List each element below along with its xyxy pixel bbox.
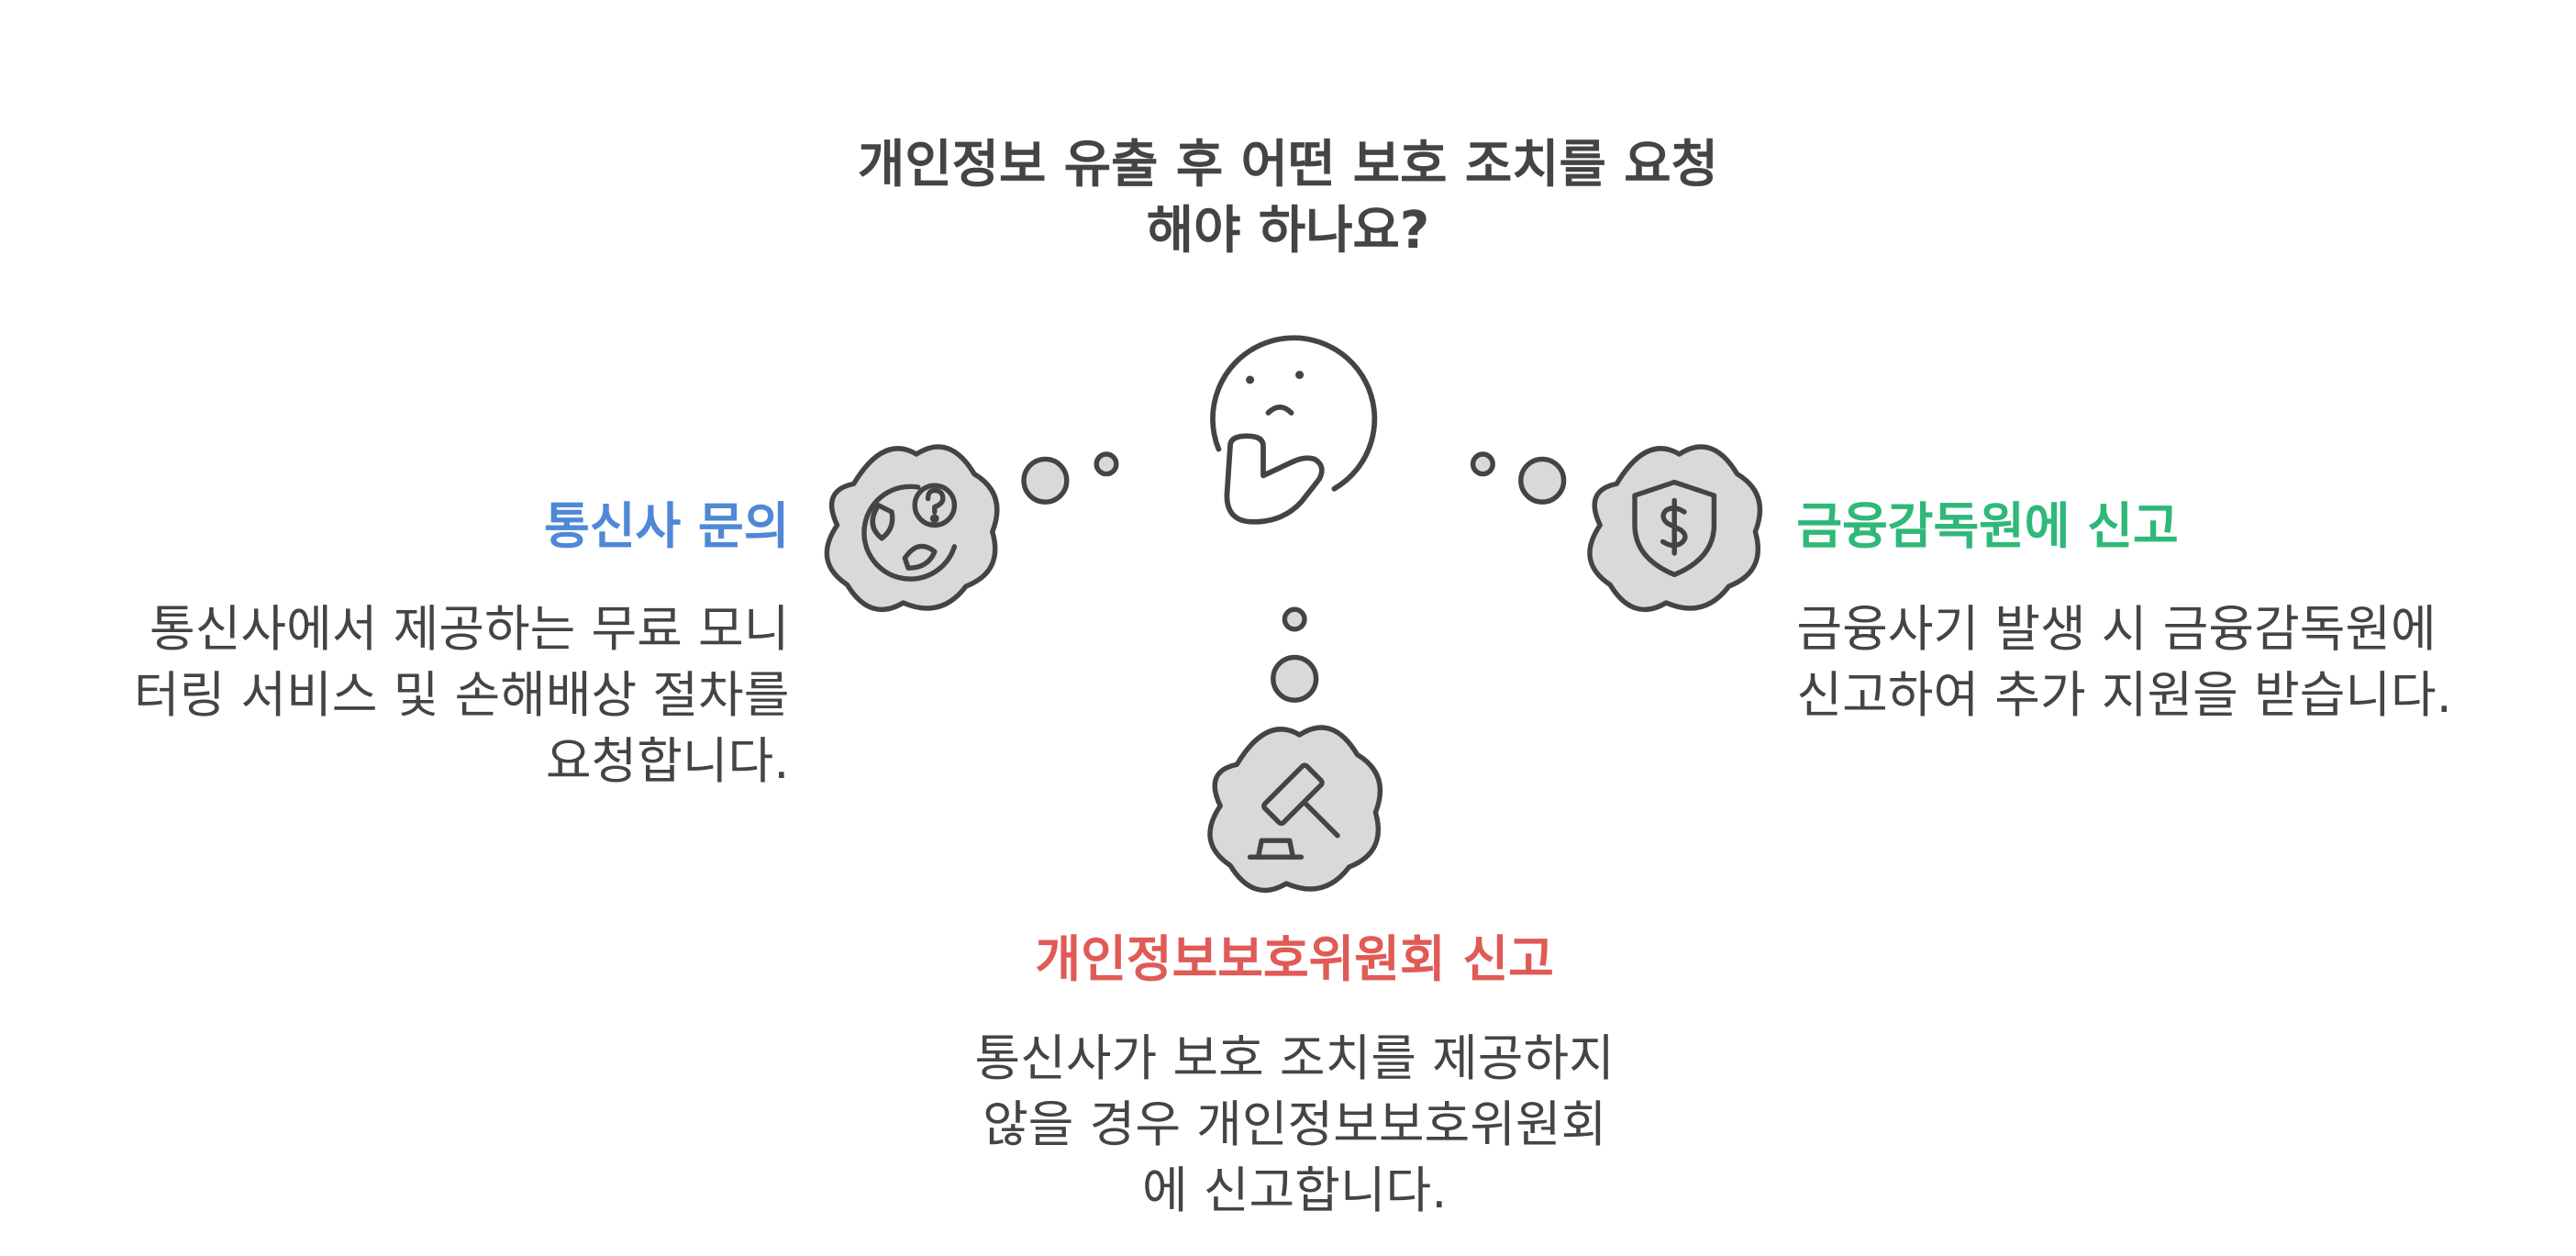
heading-carrier-inquiry: 통신사 문의 — [544, 498, 790, 557]
diagram-title: 개인정보 유출 후 어떤 보호 조치를 요청 해야 하나요? — [793, 132, 1783, 264]
heading-fss-report: 금융감독원에 신고 — [1796, 498, 2179, 557]
desc-line: 통신사에서 제공하는 무료 모니 — [150, 601, 790, 660]
shield-dollar-icon — [1587, 444, 1763, 612]
desc-line: 요청합니다. — [545, 733, 790, 792]
desc-pipc-report: 통신사가 보호 조치를 제공하지 않을 경우 개인정보보호위원회 에 신고합니다… — [826, 1028, 1763, 1226]
title-line-1: 개인정보 유출 후 어떤 보호 조치를 요청 — [858, 135, 1718, 195]
thought-bubbles-right — [1470, 451, 1567, 505]
desc-line: 통신사가 보호 조치를 제공하지 — [974, 1030, 1615, 1089]
world-question-icon — [824, 444, 1000, 612]
desc-line: 터링 서비스 및 손해배상 절차를 — [133, 667, 790, 726]
thought-bubbles-left — [1021, 451, 1119, 505]
thinking-face-icon — [1210, 335, 1378, 525]
gavel-icon — [1207, 725, 1383, 893]
desc-fss-report: 금융사기 발생 시 금융감독원에 신고하여 추가 지원을 받습니다. — [1796, 598, 2556, 730]
desc-line: 금융사기 발생 시 금융감독원에 — [1796, 601, 2437, 660]
desc-line: 에 신고합니다. — [1141, 1162, 1448, 1221]
desc-line: 않을 경우 개인정보보호위원회 — [983, 1096, 1607, 1155]
heading-pipc-report: 개인정보보호위원회 신고 — [1035, 931, 1554, 990]
thought-bubbles-bottom — [1271, 606, 1319, 703]
desc-carrier-inquiry: 통신사에서 제공하는 무료 모니 터링 서비스 및 손해배상 절차를 요청합니다… — [33, 598, 790, 796]
title-line-2: 해야 하나요? — [1146, 201, 1430, 261]
desc-line: 신고하여 추가 지원을 받습니다. — [1796, 667, 2452, 726]
